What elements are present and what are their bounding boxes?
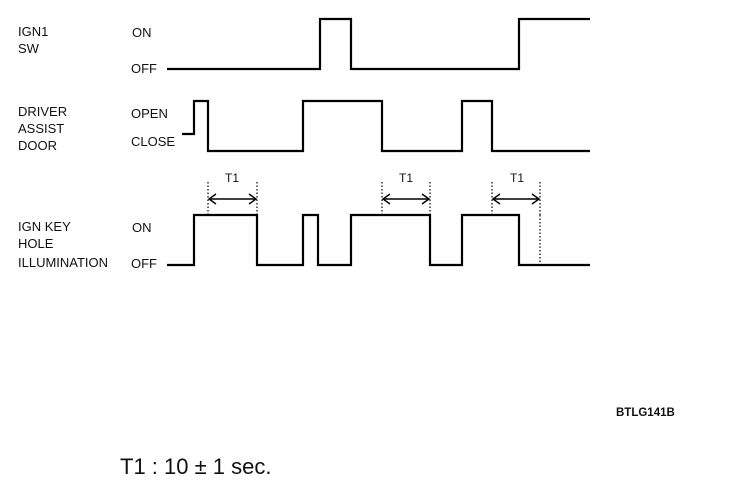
- illum-name-line-3: ILLUMINATION: [18, 255, 108, 270]
- illum-waveform: [167, 213, 590, 267]
- ign1-off-label: OFF: [131, 61, 157, 76]
- illum-name-line-2: HOLE: [18, 236, 54, 251]
- door-name-line-1: DRIVER: [18, 104, 67, 119]
- illum-on-label: ON: [132, 220, 152, 235]
- ign1-name-line-1: IGN1: [18, 24, 48, 39]
- t1-3-label: T1: [510, 171, 524, 185]
- ign1-waveform: [167, 17, 590, 71]
- t1-1-left-arrowhead: [207, 193, 217, 205]
- figure-code: BTLG141B: [616, 407, 675, 419]
- ign1-on-label: ON: [132, 25, 152, 40]
- door-waveform: [182, 99, 590, 153]
- t1-3-right-arrowhead: [531, 193, 541, 205]
- door-close-label: CLOSE: [131, 134, 175, 149]
- t1-2-left-arrowhead: [381, 193, 391, 205]
- door-name-line-2: ASSIST: [18, 121, 64, 136]
- door-open-label: OPEN: [131, 106, 168, 121]
- t1-3-left-arrowhead: [491, 193, 501, 205]
- t1-1-right-arrowhead: [248, 193, 258, 205]
- ign1-name-line-2: SW: [18, 41, 40, 56]
- t1-dimension-3: T1: [491, 171, 541, 215]
- t1-definition-note: T1 : 10 ± 1 sec.: [120, 454, 271, 479]
- t1-2-right-arrowhead: [421, 193, 431, 205]
- illum-name-line-1: IGN KEY: [18, 219, 71, 234]
- t1-dimension-2: T1: [381, 171, 431, 215]
- door-name-line-3: DOOR: [18, 138, 57, 153]
- t1-1-label: T1: [225, 171, 239, 185]
- t1-dimension-1: T1: [207, 171, 258, 215]
- illum-off-label: OFF: [131, 256, 157, 271]
- t1-2-label: T1: [399, 171, 413, 185]
